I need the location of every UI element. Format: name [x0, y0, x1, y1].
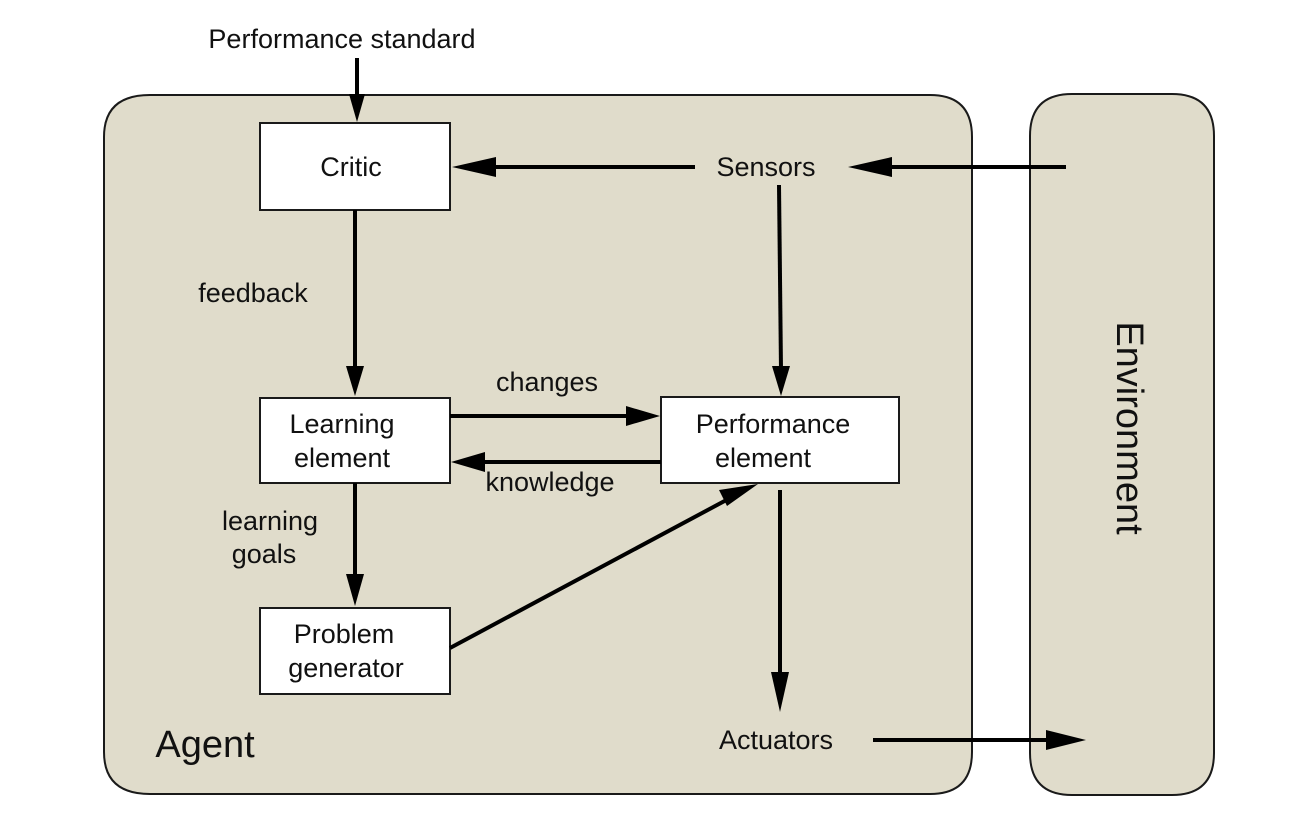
- problem-to-performance-arrow-line: [449, 495, 733, 650]
- feedback-arrowhead: [346, 366, 364, 396]
- environment-region: [1029, 93, 1215, 796]
- changes-arrowhead: [626, 406, 660, 426]
- performance-element-box: [660, 396, 900, 484]
- sensors-to-performance-arrowhead: [772, 366, 790, 396]
- actuators-label: Actuators: [719, 725, 833, 755]
- learning-element-label-line-1: Learning: [289, 409, 394, 439]
- learning-element-label-line-2: element: [294, 443, 391, 473]
- actuators-to-environment-arrowhead: [1046, 730, 1086, 750]
- performance-element-label-line-2: element: [715, 443, 812, 473]
- problem-generator-label-line-2: generator: [288, 653, 404, 683]
- learning-goals-label-line-2: goals: [232, 539, 297, 569]
- knowledge-arrowhead: [451, 452, 485, 472]
- sensors-to-critic-arrowhead: [452, 157, 496, 177]
- environment-label: Environment: [1108, 321, 1150, 535]
- sensors-label: Sensors: [716, 152, 815, 182]
- sensors-to-performance-arrow-line: [777, 184, 783, 371]
- environment-to-sensors-arrowhead: [848, 157, 892, 177]
- feedback-label: feedback: [198, 278, 308, 308]
- standard-to-critic-arrowhead: [349, 94, 365, 122]
- learning-goals-arrowhead: [346, 574, 364, 606]
- learning-goals-label-line-1: learning: [222, 506, 318, 536]
- performance-to-actuators-arrowhead: [771, 672, 789, 712]
- problem-generator-box: [259, 607, 451, 695]
- knowledge-label: knowledge: [485, 467, 614, 497]
- performance-element-label-line-1: Performance: [696, 409, 851, 439]
- critic-label: Critic: [320, 152, 382, 182]
- changes-label: changes: [496, 367, 598, 397]
- problem-to-performance-arrowhead: [719, 484, 758, 506]
- performance-standard-label: Performance standard: [208, 24, 475, 54]
- agent-label: Agent: [155, 724, 255, 766]
- critic-box: [259, 122, 451, 211]
- problem-generator-label-line-1: Problem: [294, 619, 395, 649]
